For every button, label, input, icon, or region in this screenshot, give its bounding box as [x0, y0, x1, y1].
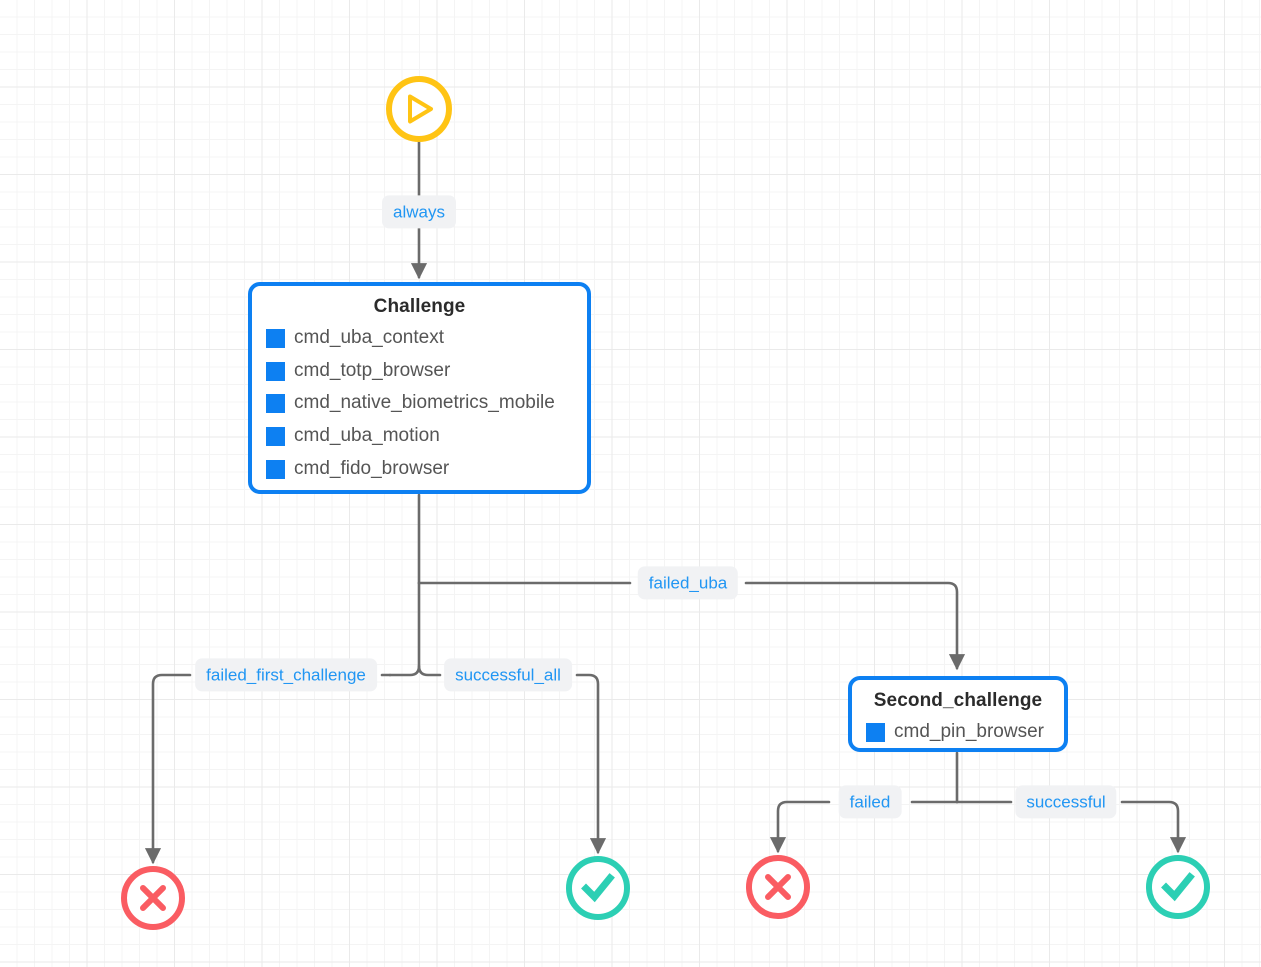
method-swatch-icon: [266, 394, 285, 414]
end-node-failed-second-challenge[interactable]: [746, 855, 810, 919]
edge-label-failed-first-challenge[interactable]: failed_first_challenge: [195, 658, 377, 692]
challenge-item[interactable]: cmd_uba_context: [266, 322, 573, 355]
x-circle-icon: [140, 885, 166, 911]
second-challenge-item-label: cmd_pin_browser: [894, 721, 1044, 742]
node-second-challenge[interactable]: Second_challenge cmd_pin_browser: [848, 676, 1068, 752]
second-challenge-item[interactable]: cmd_pin_browser: [866, 716, 1050, 749]
end-node-successful-all[interactable]: [566, 856, 630, 920]
challenge-item-label: cmd_totp_browser: [294, 359, 451, 381]
node-challenge-title: Challenge: [373, 296, 466, 317]
edge-label-successful-all[interactable]: successful_all: [444, 658, 572, 692]
challenge-item-label: cmd_fido_browser: [294, 457, 450, 479]
check-circle-icon: [1161, 872, 1195, 902]
start-node[interactable]: [386, 76, 452, 142]
challenge-item[interactable]: cmd_uba_motion: [266, 420, 573, 453]
edge-failed-first-challenge: [153, 673, 392, 862]
edge-label-failed-uba[interactable]: failed_uba: [637, 566, 739, 600]
check-circle-icon: [581, 873, 615, 903]
challenge-item-label: cmd_uba_motion: [294, 425, 440, 447]
challenge-item-label: cmd_uba_context: [294, 327, 444, 348]
edge-label-always[interactable]: always: [382, 195, 456, 229]
method-swatch-icon: [266, 361, 285, 381]
method-swatch-icon: [266, 328, 285, 348]
edge-lower-trunk: [388, 581, 421, 677]
edge-label-failed[interactable]: failed: [838, 785, 902, 819]
method-swatch-icon: [266, 459, 285, 479]
play-circle-icon: [408, 94, 433, 124]
node-challenge[interactable]: Challenge cmd_uba_context cmd_totp_brows…: [248, 282, 591, 494]
node-second-challenge-title: Second_challenge: [873, 690, 1043, 711]
end-node-successful-second-challenge[interactable]: [1146, 855, 1210, 919]
edge-successful-all: [417, 664, 598, 852]
x-circle-icon: [765, 874, 791, 900]
challenge-item[interactable]: cmd_fido_browser: [266, 453, 573, 486]
end-node-failed-first-challenge[interactable]: [121, 866, 185, 930]
method-swatch-icon: [866, 722, 885, 742]
challenge-item[interactable]: cmd_native_biometrics_mobile: [266, 387, 573, 420]
challenge-item[interactable]: cmd_totp_browser: [266, 355, 573, 388]
edge-label-successful[interactable]: successful: [1015, 785, 1117, 819]
method-swatch-icon: [266, 426, 285, 446]
challenge-item-label: cmd_native_biometrics_mobile: [294, 392, 555, 414]
